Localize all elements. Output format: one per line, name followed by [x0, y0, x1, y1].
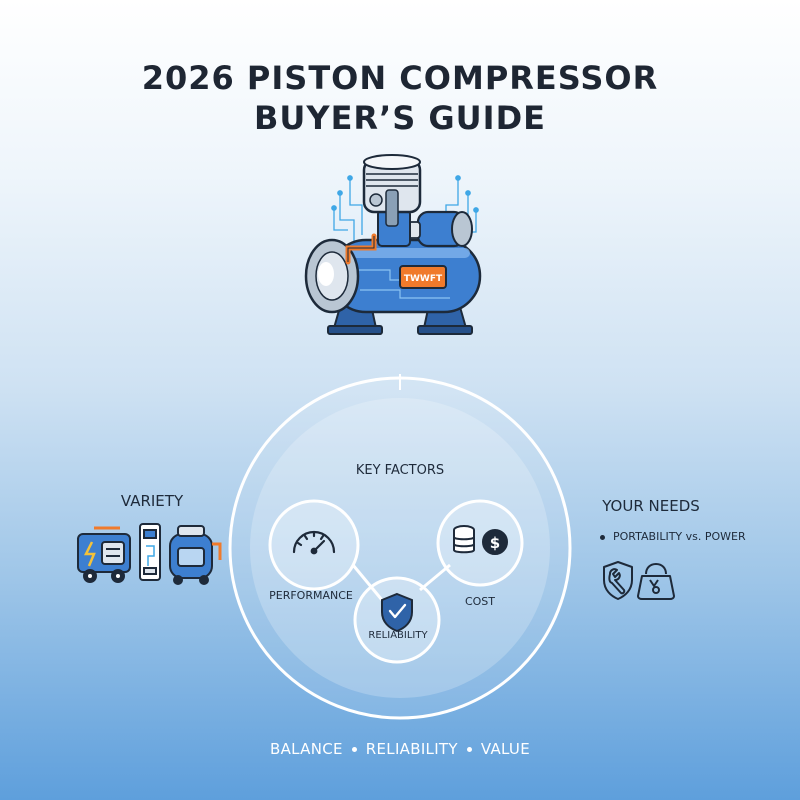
bullet-dot: [600, 534, 605, 540]
portable-compressor-icon: [77, 526, 131, 583]
footer-item-reliability: RELIABILITY: [365, 740, 458, 758]
shield-check-icon: [381, 592, 413, 633]
nameplate-text: TWWFT: [404, 274, 443, 284]
reliability-node: [353, 576, 441, 664]
performance-label: PERFORMANCE: [269, 589, 353, 602]
reliability-label: RELIABILITY: [368, 630, 428, 641]
your-needs-label: YOUR NEEDS: [602, 497, 700, 515]
tool-bag-icon: [637, 563, 675, 600]
variety-icons: [77, 523, 222, 585]
cost-label: COST: [464, 595, 496, 608]
footer-item-balance: BALANCE: [270, 740, 343, 758]
performance-node: [268, 499, 360, 591]
wrench-shield-icon: [603, 561, 633, 600]
needs-bullet-item: PORTABILITY vs. POWER: [600, 530, 746, 543]
piston-compressor-icon: TWWFT: [304, 154, 482, 335]
pancake-compressor-icon: [169, 525, 222, 585]
cost-node: [436, 499, 524, 587]
key-factors-label: KEY FACTORS: [355, 463, 445, 478]
svg-text:$: $: [490, 534, 500, 552]
upright-compressor-icon: [139, 523, 161, 581]
gauge-icon: [292, 530, 336, 555]
title-line-2: BUYER’S GUIDE: [254, 99, 546, 137]
air-tank: TWWFT: [304, 238, 482, 314]
needs-bullet-text: PORTABILITY vs. POWER: [613, 530, 746, 543]
outer-ring: [228, 376, 572, 720]
page-title: 2026 PISTON COMPRESSOR BUYER’S GUIDE: [0, 58, 800, 138]
needs-icons: [603, 561, 675, 600]
coins-dollar-icon: $: [453, 525, 508, 555]
piston: [362, 154, 422, 247]
inner-disc: [250, 398, 550, 698]
connector-cost: [419, 563, 451, 592]
footer-item-value: VALUE: [480, 740, 530, 758]
footer-tagline: BALANCE RELIABILITY VALUE: [0, 740, 800, 758]
title-line-1: 2026 PISTON COMPRESSOR: [141, 59, 659, 97]
air-pipe-outline: [347, 236, 375, 262]
variety-label: VARIETY: [120, 492, 184, 510]
footer-separator: [351, 747, 357, 752]
footer-separator: [466, 747, 472, 752]
